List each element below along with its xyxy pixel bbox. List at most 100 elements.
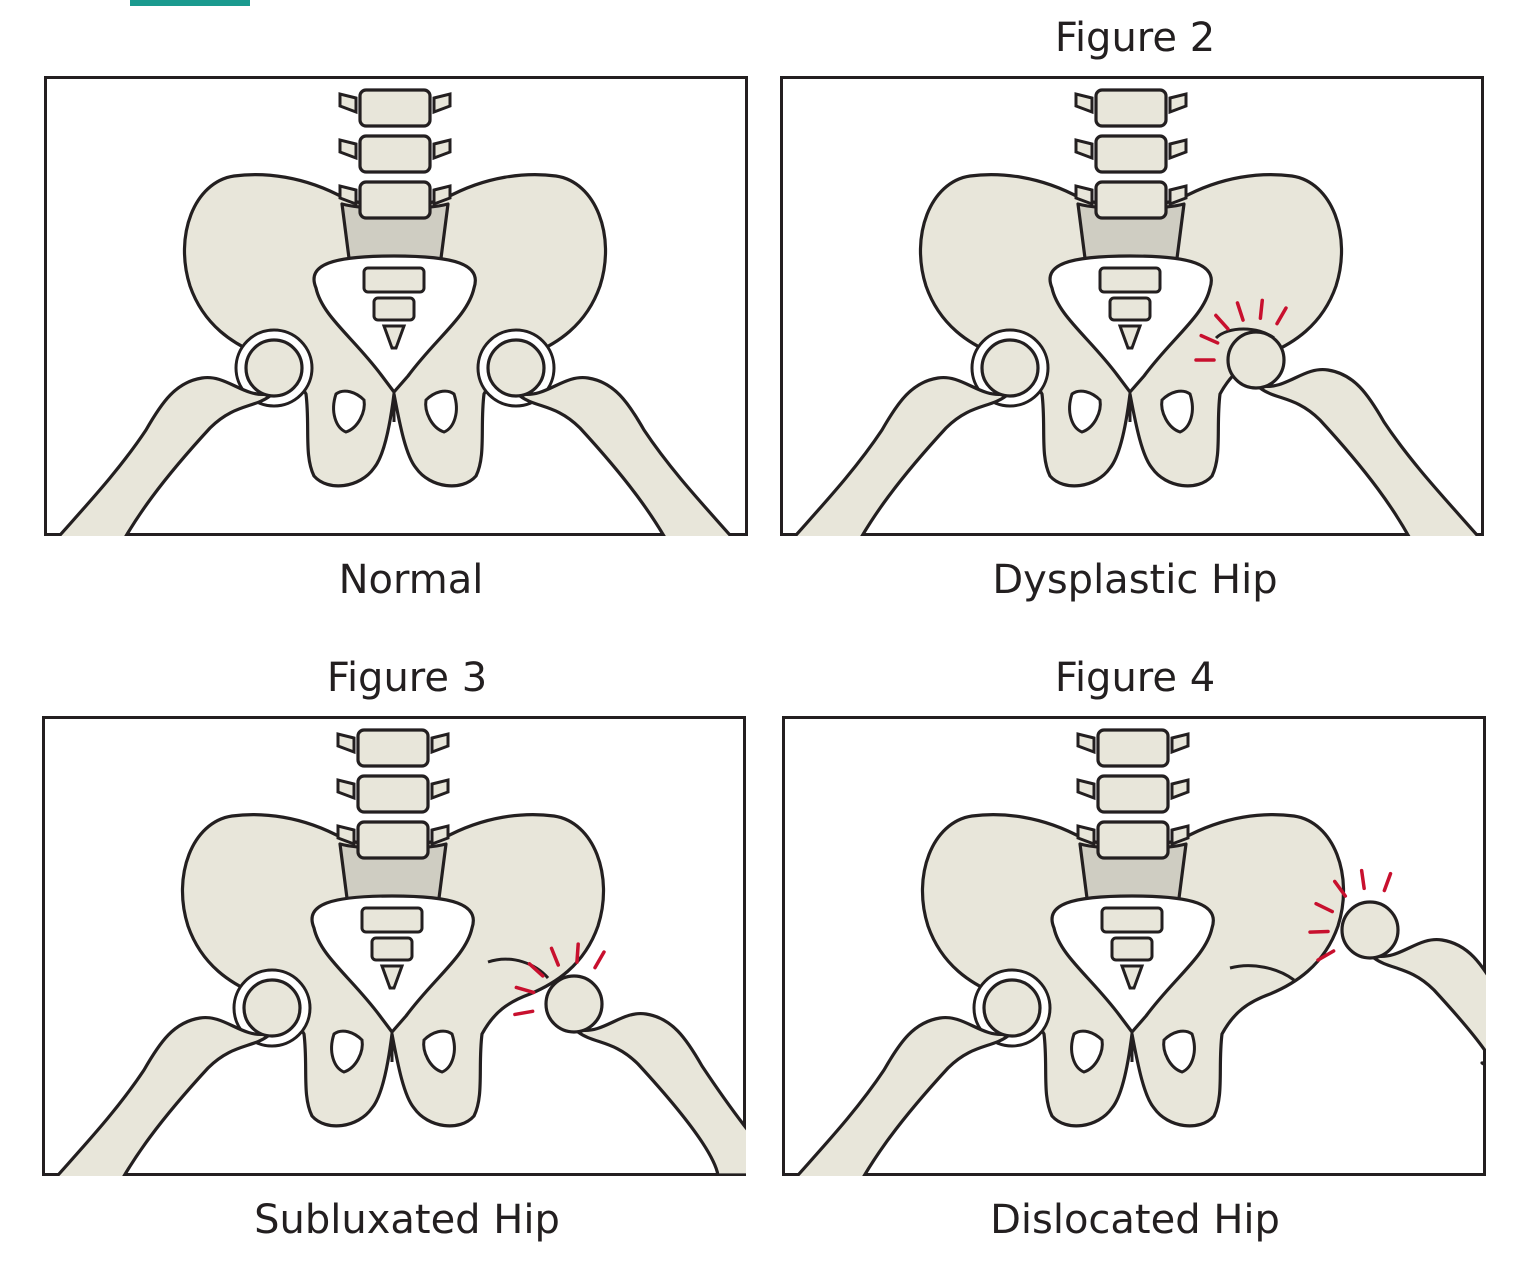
right-femoral-head	[486, 338, 546, 398]
vertebra-process	[336, 778, 450, 801]
sacral-segment	[370, 936, 414, 962]
vertebra-process	[336, 732, 450, 755]
right-femur-shaft	[518, 376, 733, 536]
vertebra-process	[1076, 732, 1190, 755]
lumbar-vertebra	[1096, 774, 1170, 814]
header-accent-bar	[130, 0, 250, 6]
figure-3-panel	[42, 716, 746, 1176]
left-obturator-foramen	[1068, 389, 1102, 434]
figure-1-panel	[44, 76, 748, 536]
figure-1-caption: Normal	[338, 557, 484, 603]
left-femoral-head	[982, 978, 1042, 1038]
left-femoral-head	[980, 338, 1040, 398]
right-obturator-foramen	[424, 389, 458, 434]
coccyx	[381, 324, 407, 350]
pain-mark	[1235, 301, 1245, 322]
figure-4-caption: Dislocated Hip	[990, 1197, 1280, 1243]
figure-2-caption: Dysplastic Hip	[992, 557, 1278, 603]
coccyx	[1117, 324, 1143, 350]
figure-4-panel	[782, 716, 1486, 1176]
lumbar-vertebra	[358, 88, 432, 128]
pain-mark	[1382, 871, 1393, 893]
pain-mark	[1316, 949, 1336, 962]
vertebra-process	[338, 92, 452, 115]
sacral-segment	[372, 296, 416, 322]
vertebra-process	[1076, 824, 1190, 847]
vertebra-process	[336, 824, 450, 847]
right-femur-shaft	[1258, 368, 1481, 536]
pelvic-inlet	[1048, 254, 1213, 394]
vertebra-process	[338, 184, 452, 207]
pain-indicator-marks	[1194, 298, 1288, 362]
coccyx	[379, 964, 405, 990]
right-femur-shaft	[576, 1012, 746, 1176]
vertebra-process	[1076, 778, 1190, 801]
left-femur-shaft	[795, 1016, 1010, 1176]
left-femur-shaft	[57, 376, 272, 536]
pelvis-normal-illustration	[44, 76, 748, 536]
figure-3-caption: Subluxated Hip	[254, 1197, 560, 1243]
pain-mark	[1214, 313, 1230, 331]
left-obturator-foramen	[330, 1029, 364, 1074]
sacral-segment	[1098, 266, 1162, 294]
lumbar-vertebra	[1094, 134, 1168, 174]
pain-mark	[1275, 306, 1288, 326]
pain-mark	[1332, 879, 1348, 898]
pelvic-inlet	[310, 894, 475, 1034]
lumbar-vertebra	[356, 728, 430, 768]
left-femoral-head	[242, 978, 302, 1038]
pelvic-inlet	[1050, 894, 1215, 1034]
pain-mark	[1258, 298, 1265, 320]
right-obturator-foramen	[422, 1029, 456, 1074]
right-femur-shaft	[1372, 938, 1486, 1067]
lumbar-vertebra	[356, 774, 430, 814]
right-acetabulum-shallow	[487, 957, 550, 980]
right-femoral-head	[544, 974, 604, 1034]
pelvis-subluxated-illustration	[42, 716, 746, 1176]
left-femur-shaft	[793, 376, 1008, 536]
sacral-segment	[1100, 906, 1164, 934]
vertebra-process	[1074, 92, 1188, 115]
right-obturator-foramen	[1160, 389, 1194, 434]
right-femoral-head	[1340, 900, 1400, 960]
pelvis-dysplastic-illustration	[780, 76, 1484, 536]
pain-mark	[1308, 929, 1330, 934]
right-acetabulum-empty	[1229, 964, 1295, 982]
sacral-segment	[1108, 296, 1152, 322]
pain-mark	[1359, 868, 1366, 891]
pelvic-inlet	[312, 254, 477, 394]
lumbar-vertebra	[1094, 88, 1168, 128]
sacral-segment	[1110, 936, 1154, 962]
pain-mark	[527, 962, 545, 978]
right-obturator-foramen	[1162, 1029, 1196, 1074]
pain-indicator-marks	[1308, 868, 1393, 962]
lumbar-vertebra	[1094, 180, 1168, 220]
lumbar-vertebra	[358, 180, 432, 220]
figure-2-panel	[780, 76, 1484, 536]
right-femoral-head	[1226, 330, 1286, 390]
left-femoral-head	[244, 338, 304, 398]
pain-indicator-marks	[513, 942, 606, 1017]
pain-mark	[593, 950, 606, 970]
sacral-segment	[362, 266, 426, 294]
sacral-segment	[360, 906, 424, 934]
figure-2-title: Figure 2	[1054, 15, 1216, 61]
pain-mark	[514, 985, 536, 995]
lumbar-vertebra	[356, 820, 430, 860]
pain-mark	[575, 942, 580, 964]
pain-mark	[513, 1009, 535, 1017]
vertebra-process	[1074, 184, 1188, 207]
coccyx	[1119, 964, 1145, 990]
left-obturator-foramen	[332, 389, 366, 434]
pain-mark	[1314, 901, 1335, 914]
left-obturator-foramen	[1070, 1029, 1104, 1074]
pain-mark	[1199, 333, 1220, 345]
vertebra-process	[338, 138, 452, 161]
figure-4-title: Figure 4	[1054, 655, 1216, 701]
pain-mark	[549, 946, 561, 967]
left-femur-shaft	[55, 1016, 270, 1176]
lumbar-vertebra	[1096, 728, 1170, 768]
vertebra-process	[1074, 138, 1188, 161]
lumbar-vertebra	[1096, 820, 1170, 860]
figure-3-title: Figure 3	[326, 655, 488, 701]
